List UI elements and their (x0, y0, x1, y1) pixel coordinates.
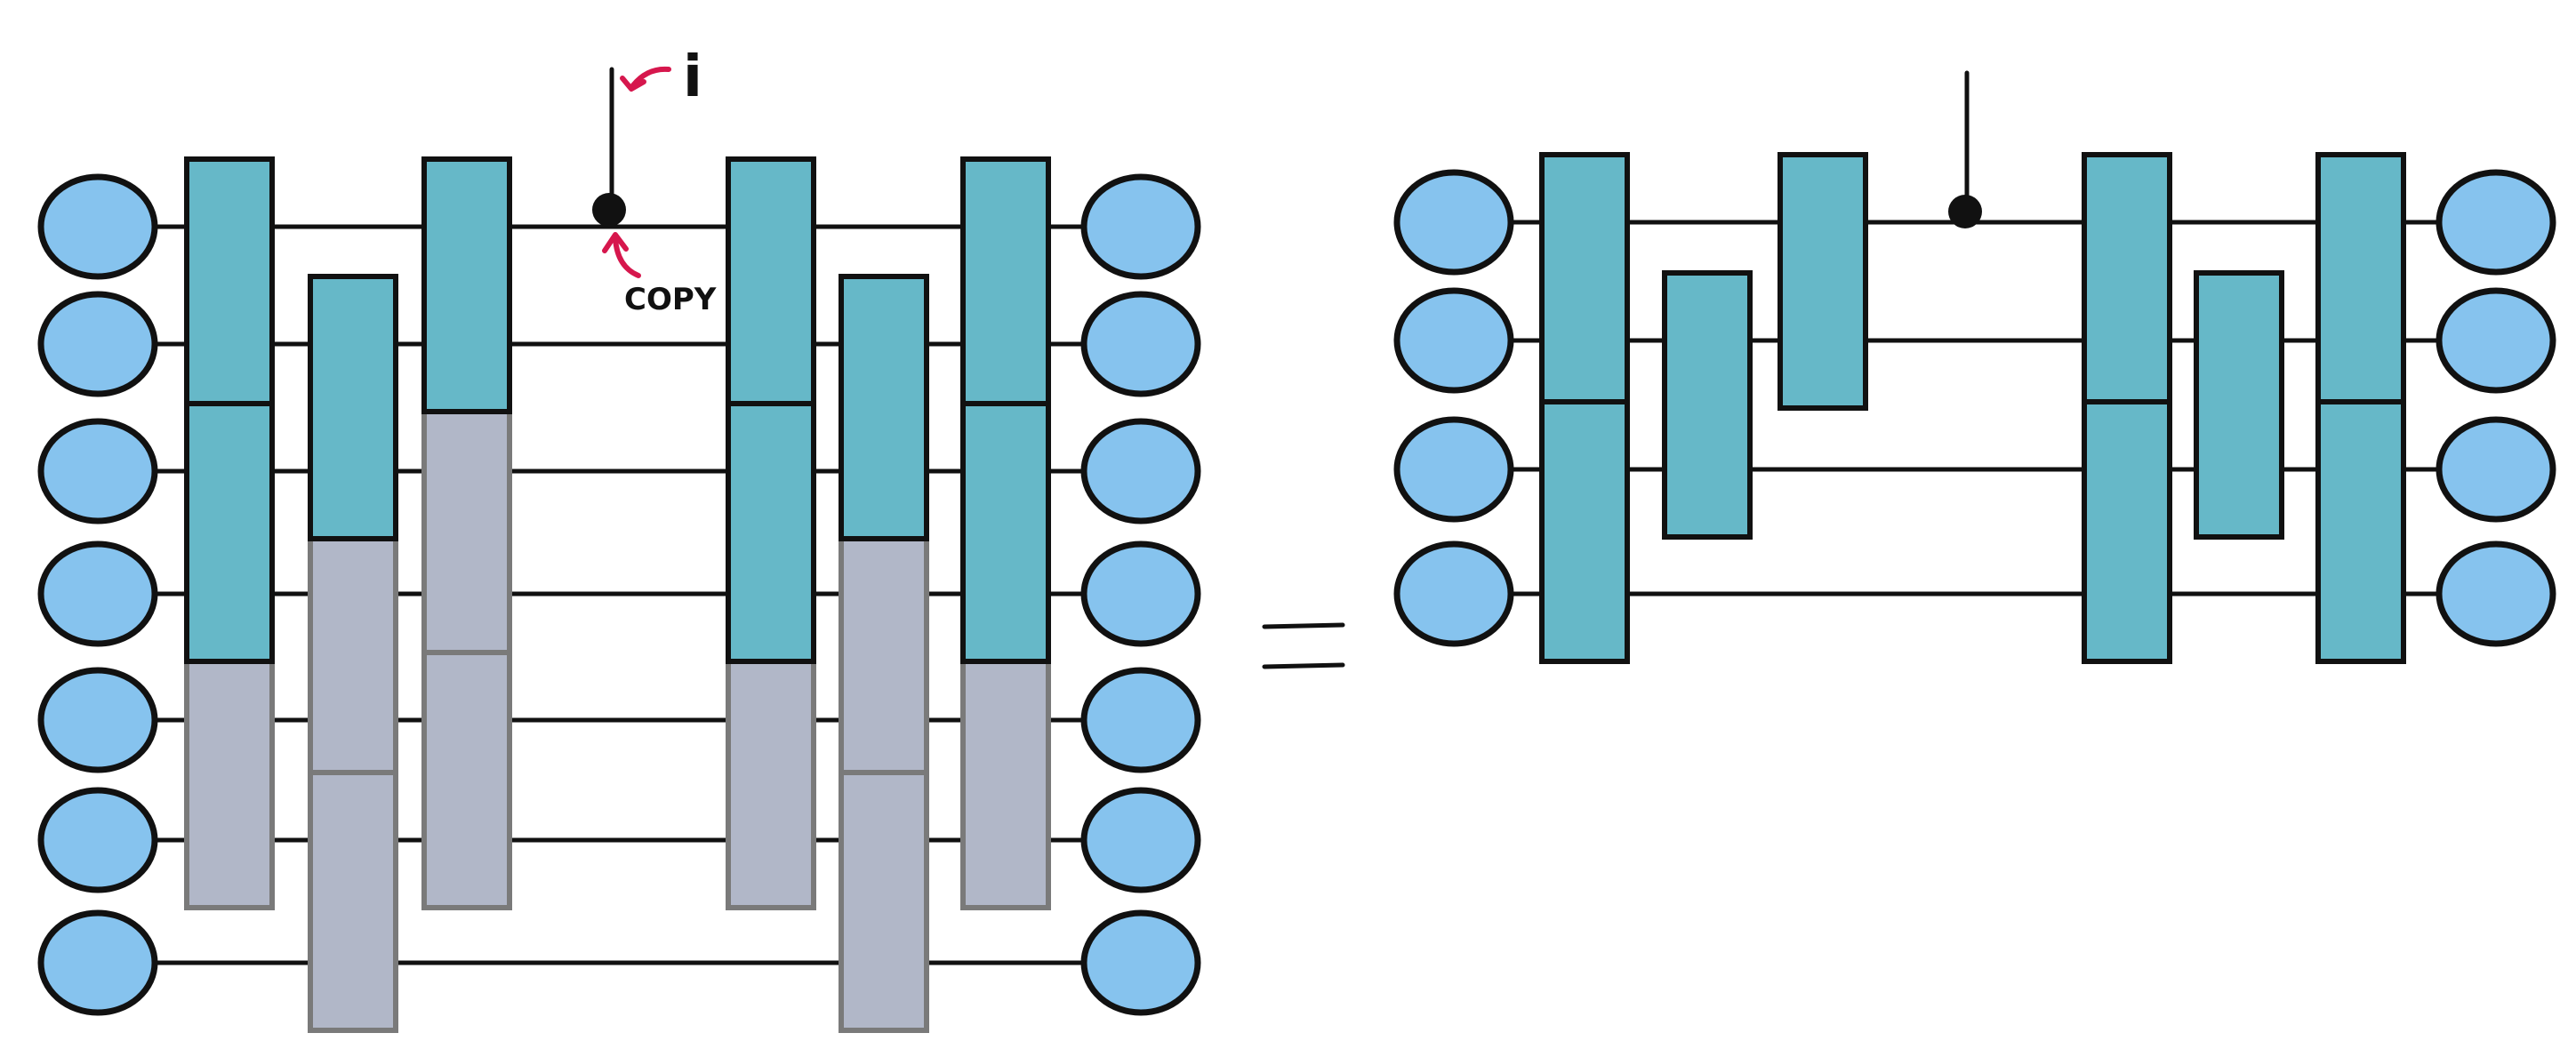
right-network (1393, 70, 2556, 664)
active-gate-2 (184, 401, 275, 664)
active-gate-7 (2194, 270, 2284, 540)
active-gate-1 (1539, 152, 1630, 411)
vertex-right-4 (1080, 541, 1201, 647)
active-gate-4 (421, 156, 512, 414)
index-arrow-icon (630, 66, 671, 88)
vertex-left-1 (37, 173, 158, 280)
copy-arrow-icon (613, 236, 641, 278)
copy-label: COPY (624, 282, 717, 317)
vertex-right-7 (1080, 909, 1201, 1016)
inactive-gate-9 (839, 770, 929, 1033)
index-label-i: i (683, 44, 702, 110)
active-gate-8 (2315, 152, 2406, 411)
copy-node-icon (1948, 195, 1982, 228)
active-gate-1 (184, 156, 275, 414)
vertex-left-2 (1393, 287, 1514, 394)
inactive-gate-2 (308, 524, 398, 790)
vertex-left-2 (37, 291, 158, 397)
inactive-gate-8 (839, 524, 929, 790)
inactive-gate-7 (726, 650, 816, 910)
active-gate-9 (2315, 399, 2406, 664)
vertex-right-2 (1080, 291, 1201, 397)
vertex-left-1 (1393, 169, 1514, 276)
active-gate-5 (2082, 152, 2172, 411)
vertex-right-3 (1080, 418, 1201, 525)
left-network (37, 67, 1201, 1033)
vertex-right-5 (1080, 667, 1201, 773)
equals-bottom-bar (1262, 662, 1345, 669)
equals-sign (1262, 622, 1345, 669)
vertex-left-4 (1393, 541, 1514, 647)
vertex-right-2 (2436, 287, 2556, 394)
vertex-left-7 (37, 909, 158, 1016)
active-gate-8 (960, 156, 1051, 414)
copy-node-icon (592, 193, 626, 227)
vertex-left-3 (37, 418, 158, 525)
inactive-gate-10 (960, 650, 1051, 910)
inactive-gate-4 (421, 401, 512, 664)
active-gate-7 (839, 274, 929, 541)
vertex-right-1 (2436, 169, 2556, 276)
inactive-gate-3 (308, 770, 398, 1033)
active-gate-3 (308, 274, 398, 541)
annotations: i COPY (602, 44, 717, 317)
active-gate-5 (726, 156, 816, 414)
inactive-gate-5 (421, 650, 512, 910)
copy-arrowhead-icon (602, 232, 629, 253)
active-gate-4 (1778, 152, 1868, 411)
active-gate-6 (2082, 399, 2172, 664)
vertex-right-3 (2436, 416, 2556, 523)
active-gate-6 (726, 401, 816, 664)
equals-top-bar (1262, 622, 1345, 629)
vertex-left-4 (37, 541, 158, 647)
active-gate-3 (1662, 270, 1753, 540)
active-gate-9 (960, 401, 1051, 664)
vertex-right-1 (1080, 173, 1201, 280)
vertex-right-4 (2436, 541, 2556, 647)
index-arrowhead-icon (620, 76, 646, 92)
inactive-gate-1 (184, 650, 275, 910)
active-gate-2 (1539, 399, 1630, 664)
vertex-left-5 (37, 667, 158, 773)
vertex-left-6 (37, 787, 158, 893)
vertex-left-3 (1393, 416, 1514, 523)
vertex-right-6 (1080, 787, 1201, 893)
